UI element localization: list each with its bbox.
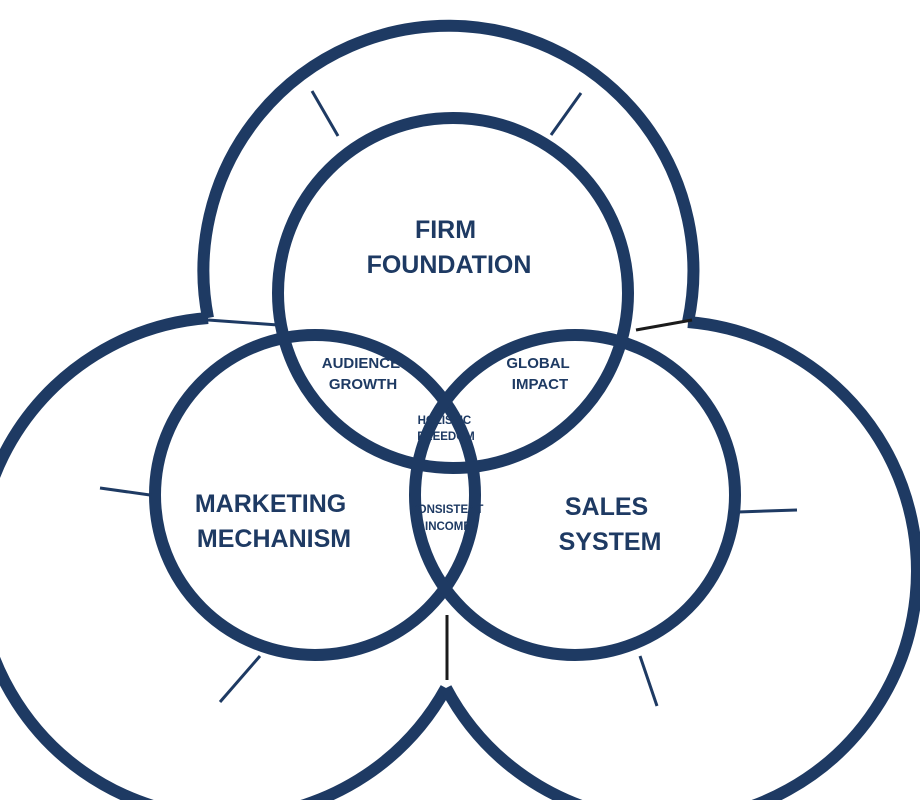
separator-right-upper [737, 508, 798, 514]
label-global-impact: GLOBAL IMPACT [506, 355, 573, 393]
separator-top-right [549, 92, 583, 136]
circle-sales-system [409, 329, 741, 661]
label-consistent-income: CONSISTENT INCOME [409, 504, 486, 533]
separators [99, 90, 798, 707]
label-firm-foundation: FIRM FOUNDATION [367, 216, 532, 279]
outer-arc-left [0, 312, 452, 800]
label-holistic-freedom: HOLISTIC FREEDOM [417, 415, 475, 443]
outer-arc-top [197, 19, 700, 324]
separator-left-lower [218, 655, 262, 703]
circle-marketing-mechanism [149, 329, 481, 661]
separator-junction-left [207, 318, 279, 327]
separator-top-left [310, 90, 340, 137]
labels: FIRM FOUNDATION MARKETING MECHANISM SALE… [195, 216, 662, 556]
inner-circles [149, 112, 741, 661]
separator-junction-right [635, 318, 693, 332]
outer-arc-right [440, 316, 920, 800]
label-audience-growth: AUDIENCE GROWTH [322, 355, 405, 393]
label-marketing-mechanism: MARKETING MECHANISM [195, 490, 353, 553]
separator-left-upper [99, 486, 158, 498]
outer-ring-group [0, 19, 920, 800]
separator-right-lower [638, 655, 659, 707]
label-sales-system: SALES SYSTEM [559, 493, 662, 556]
circle-firm-foundation [272, 112, 634, 474]
